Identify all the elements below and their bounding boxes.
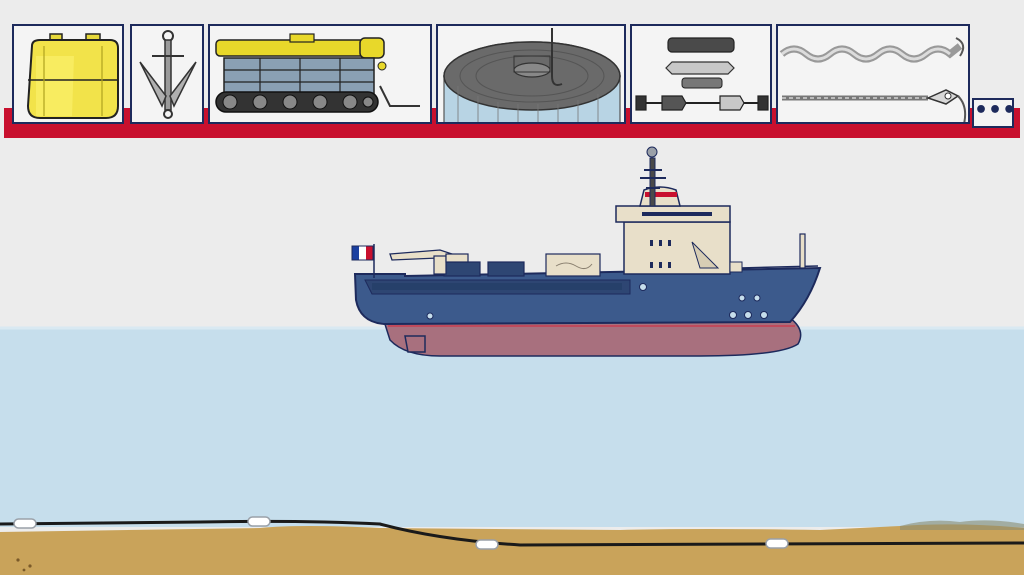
deck-crane bbox=[389, 249, 469, 275]
tool-anchor-button[interactable] bbox=[130, 24, 204, 124]
cable-laying-ship[interactable] bbox=[351, 146, 822, 357]
equipment-toolbar: ••• bbox=[0, 0, 1024, 140]
deck-container bbox=[487, 261, 525, 277]
ship-rudder bbox=[404, 335, 426, 353]
tool-cable-components-button[interactable] bbox=[630, 24, 772, 124]
tool-buoy-button[interactable] bbox=[12, 24, 124, 124]
cable-tank-icon bbox=[443, 28, 621, 122]
tool-cable-tank-button[interactable] bbox=[436, 24, 626, 124]
anchor-icon bbox=[139, 30, 197, 119]
bow-mast bbox=[799, 233, 806, 269]
seabed bbox=[0, 524, 1024, 575]
deck-container bbox=[443, 261, 481, 277]
cable-joint-components-icon bbox=[635, 37, 769, 111]
yellow-buoy-icon bbox=[26, 33, 119, 119]
cable-floats bbox=[13, 516, 789, 550]
radar-mast bbox=[649, 157, 656, 207]
sea-water bbox=[0, 327, 1024, 527]
more-tools-button[interactable]: ••• bbox=[972, 98, 1016, 128]
seabed-ridge bbox=[900, 520, 1024, 530]
tool-armoring-button[interactable] bbox=[776, 24, 970, 124]
cable-armour-wire-icon bbox=[779, 37, 967, 122]
tool-trencher-button[interactable] bbox=[208, 24, 432, 124]
flag-france-icon bbox=[351, 244, 375, 278]
subsea-trencher-vehicle-icon bbox=[215, 33, 420, 113]
